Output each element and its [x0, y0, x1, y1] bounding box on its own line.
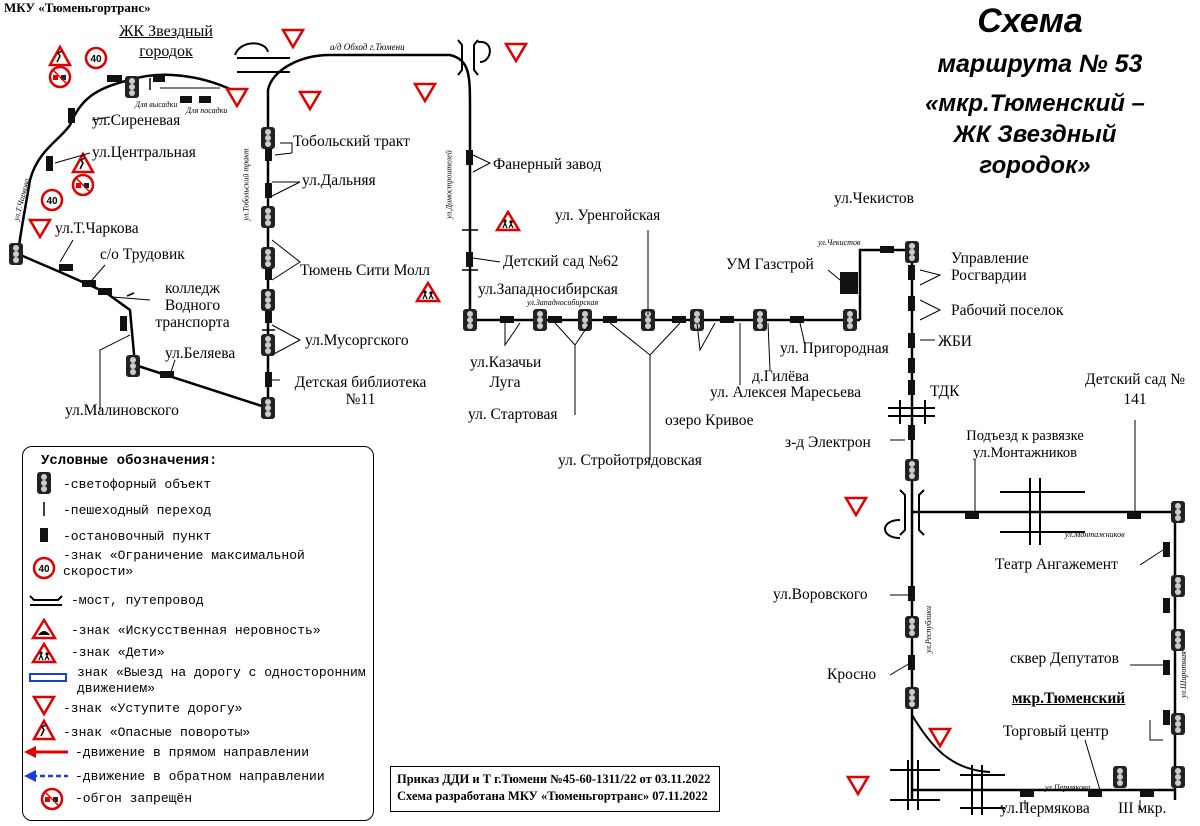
stop-label-angazh: Театр Ангажемент	[995, 556, 1118, 573]
stop-label-rosgvard: Управление Росгвардии	[951, 250, 1029, 284]
legend-bridge: -мост, путепровод	[71, 593, 204, 608]
stop-label-elektron: з-д Электрон	[785, 434, 871, 451]
order-note: Приказ ДДИ и Т г.Тюмени №45-60-1311/22 о…	[390, 766, 720, 812]
stop-label-dalnyaya: ул.Дальняя	[302, 172, 376, 189]
stop-label-gazstroy: УМ Газстрой	[726, 256, 814, 273]
route-name-line3: городок»	[979, 152, 1091, 179]
route-number: маршрута № 53	[937, 50, 1143, 78]
street-label-for-boarding: Для посадки	[186, 106, 228, 115]
order-note-line2: Схема разработана МКУ «Тюменьгортранс» 0…	[397, 789, 708, 803]
stop-label-malinovskogo: ул.Малиновского	[65, 402, 179, 419]
stop-label-kindergarten62: Детский сад №62	[503, 253, 619, 270]
stop-label-sirenevaya: ул.Сиреневая	[92, 112, 181, 129]
route-name: «мкр.Тюменский – ЖК Звездный городок»	[870, 88, 1200, 181]
stop-label-maresyeva: ул. Алексея Маресьева	[710, 384, 861, 401]
route-name-line2: ЖК Звездный	[953, 121, 1117, 148]
street-label-tobolsky: ул.Тобольский тракт	[241, 148, 251, 221]
street-label-zapadnosib: ул.Западносибирская	[527, 298, 599, 307]
street-label-obhod: а/д Обход г.Тюмени	[330, 42, 405, 52]
street-label-chekistov: ул.Чекистов	[818, 238, 861, 247]
legend-crosswalk: -пешеходный переход	[63, 503, 212, 518]
legend-children: -знак «Дети»	[71, 645, 165, 660]
bridges	[234, 39, 1085, 815]
legend-speed-limit: -знак «Ограничение максимальной скорости…	[63, 548, 305, 579]
street-label-for-exit: Для высадки	[135, 100, 178, 109]
route-name-line1: «мкр.Тюменский –	[925, 90, 1145, 117]
stop-label-deputatov: сквер Депутатов	[1010, 650, 1119, 667]
legend-backward: -движение в обратном направлении	[75, 769, 325, 784]
legend-traffic-light: -светофорный объект	[63, 477, 212, 492]
stop-label-urengoyskaya: ул. Уренгойская	[555, 207, 661, 224]
street-label-shirotnaya: ул.Широтная	[1178, 651, 1188, 698]
stop-label-rab-pos: Рабочий поселок	[951, 302, 1064, 319]
stop-label-tyumensky: мкр.Тюменский	[1012, 690, 1126, 707]
stop-label-trudovik: с/о Трудовик	[100, 246, 185, 263]
street-label-respubliki: ул.Республики	[924, 605, 934, 654]
street-label-montazh: ул.Монтажников	[1065, 530, 1125, 539]
stop-label-stroyotr: ул. Стройотрядовская	[558, 452, 702, 469]
stop-label-krivoe: озеро Кривое	[665, 412, 754, 429]
stop-label-gileva: д.Гилёва	[752, 368, 810, 385]
stop-label-city-mall: Тюмень Сити Молл	[300, 262, 430, 279]
page-title: Схема	[977, 2, 1083, 40]
street-label-permyakova: ул.Пермякова	[1045, 783, 1091, 792]
legend-dangerous: -знак «Опасные повороты»	[63, 725, 251, 740]
stop-label-chekistov: ул.Чекистов	[834, 190, 914, 207]
legend-bump: -знак «Искусственная неровность»	[71, 623, 321, 638]
legend-forward: -движение в прямом направлении	[75, 745, 310, 760]
legend-no-overtaking: -обгон запрещён	[75, 791, 193, 806]
stop-label-faner: Фанерный завод	[493, 156, 602, 173]
stop-label-zvezdny: ЖК Звездный городок	[119, 23, 213, 60]
stop-label-vorovskogo: ул.Воровского	[773, 586, 868, 603]
stop-label-centralnaya: ул.Центральная	[92, 144, 196, 161]
stop-label-charkova: ул.Т.Чаркова	[55, 220, 139, 237]
order-note-line1: Приказ ДДИ и Т г.Тюмени №45-60-1311/22 о…	[397, 772, 711, 786]
stop-label-musorgskogo: ул.Мусоргского	[305, 332, 409, 349]
stop-label-tobolsky: Тобольский тракт	[293, 133, 410, 150]
stop-label-montazh: Подъезд к развязке ул.Монтажников	[966, 428, 1084, 461]
stop-label-krosno: Кросно	[827, 666, 877, 683]
stop-label-zhbi: ЖБИ	[938, 333, 972, 350]
legend-heading: Условные обозначения:	[41, 453, 218, 469]
legend-symbols	[24, 472, 68, 811]
street-label-domostr: ул.Домостроителей	[444, 150, 454, 219]
crosswalks	[126, 78, 478, 331]
stop-label-permyakova: ул.Пермякова	[1000, 800, 1090, 817]
stop-label-tdk: ТДК	[930, 383, 960, 400]
stop-label-zapadnosib: ул.Западносибирская	[478, 281, 618, 298]
legend-yield: -знак «Уступите дорогу»	[63, 701, 243, 716]
leader-lines	[54, 116, 1164, 810]
organization-name: МКУ «Тюменьгортранс»	[4, 0, 151, 15]
stop-label-ks141: Детский сад № 141	[1085, 371, 1185, 408]
legend-stop: -остановочный пункт	[63, 529, 212, 544]
stop-label-kazachi: ул.Казачьи Луга	[470, 354, 542, 391]
stop-label-library: Детская библиотека №11	[294, 374, 427, 408]
stop-label-third-mkr: III мкр.	[1118, 800, 1167, 817]
stop-label-startovaya: ул. Стартовая	[468, 406, 558, 423]
stop-label-trade: Торговый центр	[1003, 723, 1109, 740]
legend-panel: Условные обозначения: -светофорный объек…	[22, 446, 374, 821]
stops-markers	[46, 75, 1170, 797]
legend-one-way: знак «Выезд на дорогу с односторонним дв…	[77, 665, 366, 696]
stop-label-belyaeva: ул.Беляева	[165, 345, 236, 362]
stop-label-prigorodnaya: ул. Пригородная	[780, 340, 889, 357]
stop-label-college: колледж Водного транспорта	[155, 280, 230, 331]
